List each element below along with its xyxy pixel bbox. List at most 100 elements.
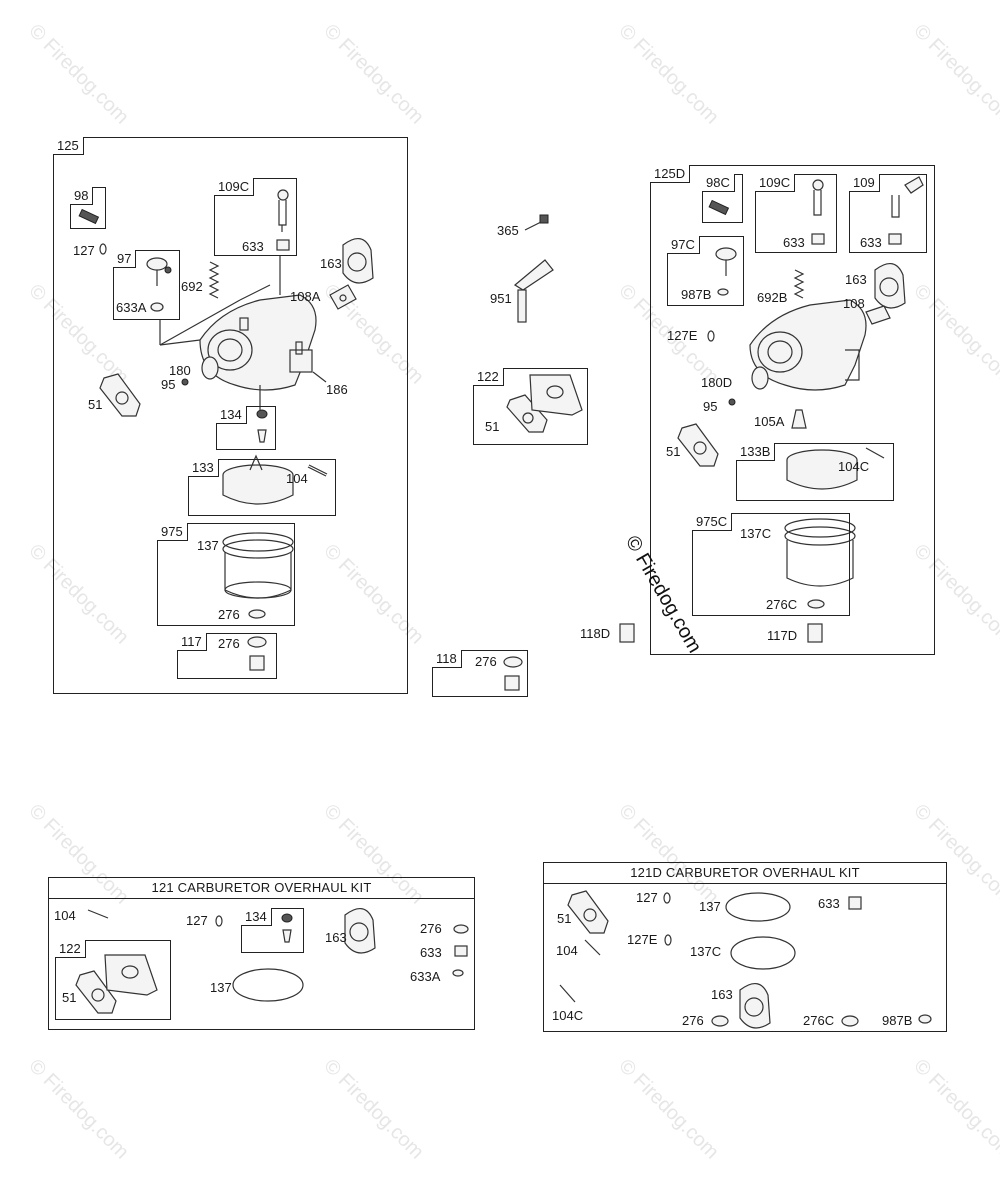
pin-icon: [865, 447, 885, 459]
seal-icon: [717, 288, 729, 296]
assembly-125D-tag: 125D: [650, 165, 691, 183]
part-label-127E: 127E: [667, 328, 698, 343]
washer-icon: [807, 599, 825, 609]
assembly-125D-frame: [650, 165, 935, 655]
part-label-108A: 108A: [290, 289, 321, 304]
part-label-276: 276: [682, 1013, 704, 1028]
subassembly-118-frame: [432, 650, 528, 697]
part-label-51: 51: [557, 911, 572, 926]
part-label-95: 95: [703, 399, 718, 414]
plate-icon: [329, 284, 357, 310]
carburetor-icon: [159, 255, 327, 410]
o-ring-icon: [215, 915, 223, 927]
bowl-icon: [222, 532, 294, 599]
bowl-nut-icon: [807, 623, 823, 643]
shaft-icon: [891, 176, 924, 218]
part-label-180D: 180D: [701, 375, 733, 390]
gasket-icon: [874, 263, 906, 309]
plate-icon: [865, 305, 891, 325]
pin-icon: [559, 984, 576, 1003]
subassembly-975C-tag: 975C: [692, 513, 733, 531]
subassembly-109-tag: 109: [849, 174, 880, 192]
disc-icon: [201, 356, 219, 380]
o-ring-icon: [707, 330, 715, 342]
gasket-icon: [342, 238, 374, 284]
part-label-51: 51: [485, 419, 500, 434]
subassembly-133B-tag: 133B: [736, 443, 776, 461]
pin-icon: [584, 939, 601, 956]
washer-icon: [711, 1015, 729, 1027]
part-label-127: 127: [186, 913, 208, 928]
subassembly-975C-frame: [692, 513, 850, 616]
part-label-117D: 117D: [767, 628, 798, 643]
part-label-276: 276: [218, 636, 240, 651]
carburetor-icon: [749, 299, 867, 391]
part-label-633: 633: [783, 235, 805, 250]
gasket-icon: [75, 970, 117, 1014]
washer-icon: [248, 609, 266, 619]
valve-icon: [146, 257, 172, 286]
float-icon: [786, 449, 858, 490]
screw-icon: [728, 398, 736, 406]
subassembly-975-tag: 975: [157, 523, 188, 541]
part-label-276C: 276C: [803, 1013, 835, 1028]
part-label-951: 951: [490, 291, 512, 306]
washer-icon: [503, 656, 523, 668]
assembly-125-tag: 125: [53, 137, 84, 155]
kit-121-title: 121 CARBURETOR OVERHAUL KIT: [151, 880, 372, 895]
gasket-icon: [99, 373, 141, 417]
part-label-137: 137: [699, 899, 721, 914]
kit-121D-frame: [543, 862, 947, 1032]
part-label-276C: 276C: [766, 597, 798, 612]
gasket-icon: [506, 394, 548, 433]
part-label-104: 104: [556, 943, 578, 958]
o-ring-icon: [99, 243, 107, 255]
bowl-nut-icon: [504, 675, 520, 691]
subassembly-97C-frame: [667, 236, 744, 306]
kit-121D-header: [543, 862, 947, 884]
subassembly-109-frame: [849, 174, 927, 253]
shaft-icon: [277, 189, 289, 232]
part-label-276: 276: [420, 921, 442, 936]
subassembly-133B-frame: [736, 443, 894, 501]
bowl-nut-icon: [247, 636, 267, 671]
lever-icon: [513, 259, 554, 323]
subassembly-117-tag: 117: [177, 633, 207, 651]
part-label-137: 137: [197, 538, 219, 553]
part-label-633: 633: [420, 945, 442, 960]
bowl-icon: [784, 518, 856, 587]
washer-icon: [841, 1015, 859, 1027]
subassembly-109C-frame: [214, 178, 297, 256]
pin-icon: [307, 466, 327, 477]
subassembly-134-tag: 134: [216, 406, 247, 424]
bushing-icon: [811, 233, 825, 245]
part-label-137C: 137C: [740, 526, 772, 541]
needle-valve-icon: [281, 913, 293, 943]
part-label-163: 163: [711, 987, 733, 1002]
gasket-icon: [567, 890, 609, 934]
part-label-692B: 692B: [757, 290, 788, 305]
assembly-125-frame: [53, 137, 408, 694]
seal-icon: [918, 1014, 932, 1024]
part-label-51: 51: [88, 397, 103, 412]
part-label-127: 127: [73, 243, 95, 258]
part-label-633A: 633A: [116, 300, 147, 315]
subassembly-97-tag: 97: [113, 250, 137, 268]
subassembly-118-tag: 118: [432, 650, 462, 668]
part-label-987B: 987B: [681, 287, 712, 302]
subassembly-122-frame: [473, 368, 588, 445]
subassembly-98-tag: 98: [70, 187, 94, 205]
subassembly-97-frame: [113, 250, 180, 320]
bowl-nut-icon: [619, 623, 635, 643]
disc-icon: [751, 366, 769, 390]
part-label-633: 633: [860, 235, 882, 250]
subassembly-134-frame: [241, 908, 304, 953]
part-label-51: 51: [666, 444, 681, 459]
spacer-icon: [104, 954, 158, 996]
screw-icon: [78, 208, 100, 225]
pin-icon: [87, 909, 109, 919]
gasket-icon: [344, 908, 376, 954]
part-label-276: 276: [218, 607, 240, 622]
